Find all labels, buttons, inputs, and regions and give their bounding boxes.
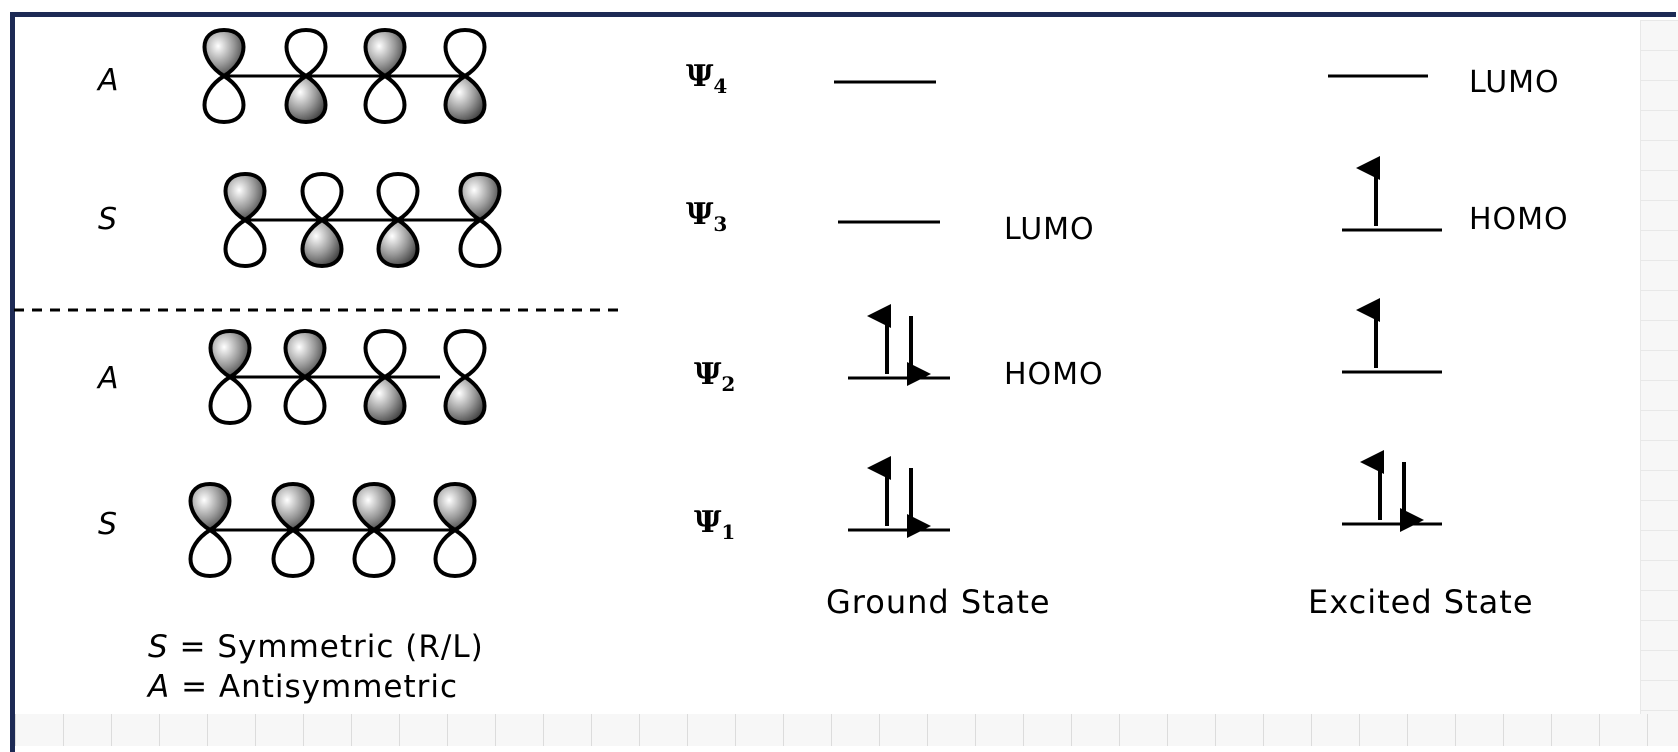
excited-lumo-label: LUMO — [1469, 65, 1560, 100]
p-lobe-lower — [352, 527, 396, 579]
p-lobe-upper — [433, 481, 477, 533]
p-lobe-upper — [284, 27, 328, 79]
p-orbital — [202, 27, 246, 125]
p-lobe-upper — [283, 328, 327, 380]
p-lobe-upper — [376, 171, 420, 223]
p-lobe-lower — [458, 217, 502, 269]
p-lobe-lower — [300, 217, 344, 269]
pi-orbital-row-4 — [202, 27, 487, 125]
ground-state-caption: Ground State — [826, 583, 1051, 621]
psi-symbol: Ψ — [694, 357, 722, 392]
p-lobe-upper — [300, 171, 344, 223]
ground-lumo-label: LUMO — [1004, 212, 1095, 247]
p-lobe-lower — [284, 73, 328, 125]
p-lobe-upper — [443, 328, 487, 380]
p-lobe-lower — [363, 73, 407, 125]
p-orbital — [363, 27, 407, 125]
psi-label-3: Ψ3 — [686, 197, 728, 236]
psi-index: 3 — [713, 212, 728, 236]
p-lobe-lower — [188, 527, 232, 579]
p-orbital — [223, 171, 267, 269]
legend-s-text: = Symmetric (R/L) — [168, 629, 484, 665]
p-orbital — [188, 481, 232, 579]
psi-symbol: Ψ — [694, 505, 722, 540]
pi-orbital-row-1 — [188, 481, 477, 579]
psi-label-4: Ψ4 — [686, 59, 728, 98]
psi-index: 1 — [721, 520, 736, 544]
p-orbital — [458, 171, 502, 269]
p-orbital — [208, 328, 252, 426]
legend-a-symbol: A — [148, 669, 171, 705]
psi-symbol: Ψ — [686, 197, 714, 232]
p-lobe-lower — [363, 374, 407, 426]
legend-symmetric: S = Symmetric (R/L) — [148, 632, 484, 663]
excited-state-caption: Excited State — [1308, 583, 1534, 621]
legend-a-text: = Antisymmetric — [170, 669, 459, 705]
p-orbital — [300, 171, 344, 269]
p-lobe-lower — [443, 73, 487, 125]
psi-label-2: Ψ2 — [694, 357, 736, 396]
orbital-symmetry-label-psi4: A — [98, 63, 119, 98]
p-lobe-lower — [208, 374, 252, 426]
psi-label-1: Ψ1 — [694, 505, 736, 544]
p-orbital — [363, 328, 407, 426]
p-lobe-upper — [352, 481, 396, 533]
p-lobe-upper — [223, 171, 267, 223]
p-lobe-lower — [223, 217, 267, 269]
p-orbital — [376, 171, 420, 269]
grid-background-right — [1640, 20, 1678, 746]
p-lobe-upper — [202, 27, 246, 79]
orbital-symmetry-label-psi2: A — [98, 361, 119, 396]
p-lobe-lower — [443, 374, 487, 426]
p-orbital — [352, 481, 396, 579]
psi-index: 4 — [713, 74, 728, 98]
p-lobe-upper — [188, 481, 232, 533]
grid-background-bottom — [15, 714, 1678, 746]
psi-index: 2 — [721, 372, 736, 396]
orbital-symmetry-label-psi3: S — [98, 202, 118, 237]
p-orbital — [443, 328, 487, 426]
pi-orbital-row-2 — [208, 328, 487, 426]
p-orbital — [433, 481, 477, 579]
ground-homo-label: HOMO — [1004, 357, 1104, 392]
p-lobe-upper — [458, 171, 502, 223]
p-lobe-lower — [433, 527, 477, 579]
p-lobe-lower — [271, 527, 315, 579]
p-lobe-upper — [363, 27, 407, 79]
p-orbital — [271, 481, 315, 579]
p-lobe-lower — [376, 217, 420, 269]
p-lobe-upper — [363, 328, 407, 380]
legend-antisymmetric: A = Antisymmetric — [148, 672, 458, 703]
psi-symbol: Ψ — [686, 59, 714, 94]
p-lobe-lower — [283, 374, 327, 426]
p-lobe-upper — [271, 481, 315, 533]
excited-homo-label: HOMO — [1469, 202, 1569, 237]
orbital-symmetry-label-psi1: S — [98, 507, 118, 542]
p-orbital — [443, 27, 487, 125]
pi-orbital-row-3 — [223, 171, 502, 269]
p-lobe-lower — [202, 73, 246, 125]
p-lobe-upper — [443, 27, 487, 79]
p-lobe-upper — [208, 328, 252, 380]
figure-frame — [10, 12, 1676, 752]
p-orbital — [283, 328, 327, 426]
legend-s-symbol: S — [148, 629, 169, 665]
p-orbital — [284, 27, 328, 125]
